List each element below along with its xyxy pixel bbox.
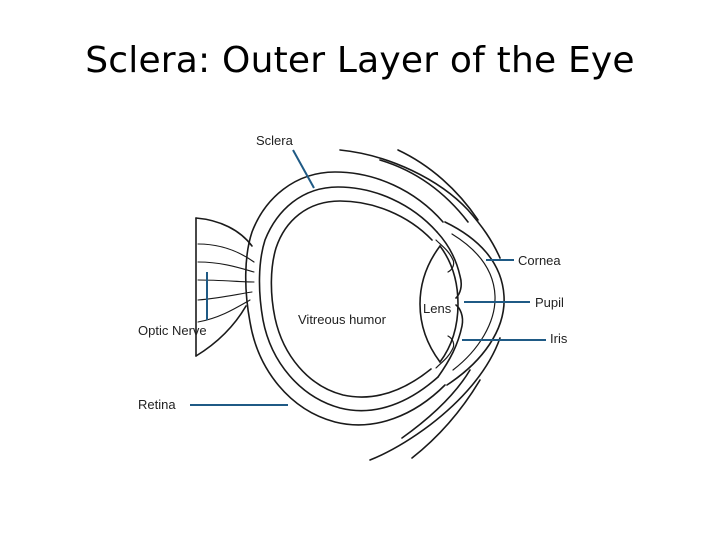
upper-eyelid-inner [379,159,469,223]
optic-nerve-top [195,217,253,247]
slide-title: Sclera: Outer Layer of the Eye [85,40,635,81]
label-vitreous-humor: Vitreous humor [298,312,387,327]
retina-layer [270,200,433,398]
iris-upper [436,231,463,299]
lens-outline [419,244,459,364]
label-retina: Retina [138,397,176,412]
ciliary-body-top [435,239,455,273]
eye-anatomy [195,149,505,461]
lower-eyelid [369,337,501,461]
label-optic-nerve: Optic Nerve [138,323,207,338]
sclera-leader [292,149,315,189]
label-lens: Lens [423,301,452,316]
lower-eyelid-inner [401,369,471,439]
label-cornea: Cornea [518,253,561,268]
brow-curve [397,149,479,221]
leader-lines [190,149,546,406]
optic-nerve-fiber [197,279,255,283]
cornea-dome-inner [451,233,496,371]
optic-nerve-fiber [197,299,251,323]
optic-nerve-fiber [197,261,255,273]
iris-lower [437,304,464,378]
cornea-dome [444,221,505,386]
upper-eyelid [339,149,501,259]
label-sclera: Sclera [256,133,294,148]
optic-nerve-fiber [197,243,255,263]
sclera-inner-wall [258,186,439,412]
label-pupil: Pupil [535,295,564,310]
label-iris: Iris [550,331,568,346]
cheek-curve [411,379,481,459]
ciliary-body-bottom [435,335,455,369]
optic-nerve-fiber [197,291,253,301]
labels: Sclera Cornea Pupil Iris Lens Vitreous h… [138,133,568,412]
optic-nerve-bottom [195,305,247,357]
sclera-outer-wall [244,171,446,426]
